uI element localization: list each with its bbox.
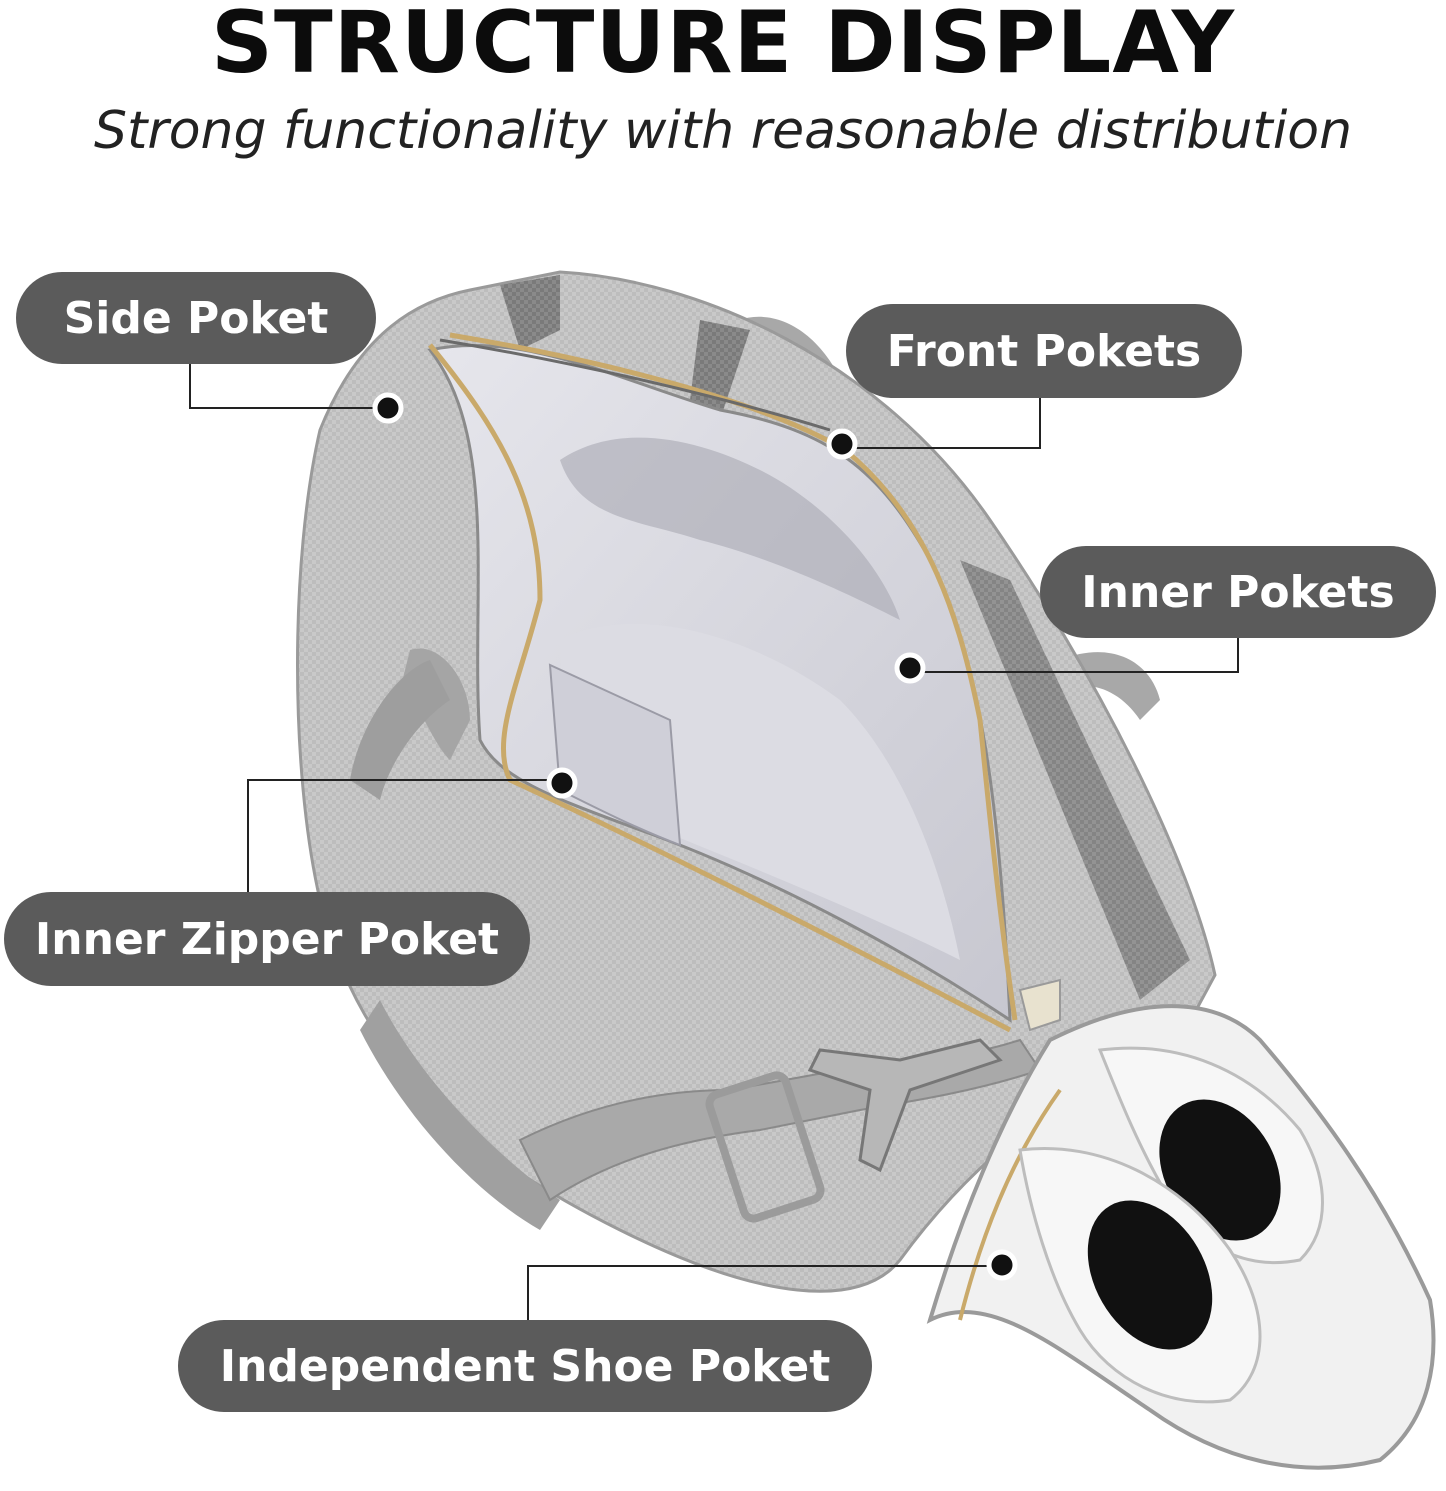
page-subtitle: Strong functionality with reasonable dis…: [93, 101, 1353, 161]
main-zipper: [428, 343, 1012, 1033]
dot-zip: [546, 767, 578, 799]
bag-stripe: [500, 275, 560, 350]
callout-independent-shoe-poket: Independent Shoe Poket: [178, 1320, 872, 1412]
leader-side: [189, 364, 388, 409]
page-title: STRUCTURE DISPLAY: [211, 0, 1235, 93]
leader-inner: [910, 638, 1239, 673]
dot-front: [826, 428, 858, 460]
strap-clip: [807, 1038, 1003, 1173]
callout-inner-zipper-poket: Inner Zipper Poket: [4, 892, 530, 986]
strap-buckle: [705, 1071, 825, 1223]
dot-shoe: [986, 1249, 1018, 1281]
dot-side: [372, 392, 404, 424]
shoe-bottom-opening: [1087, 1200, 1213, 1350]
callout-inner-pokets: Inner Pokets: [1040, 546, 1436, 638]
dot-inner: [894, 652, 926, 684]
callout-front-pokets: Front Pokets: [846, 304, 1242, 398]
leader-zip: [247, 779, 560, 892]
callout-side-poket: Side Poket: [16, 272, 376, 364]
leader-front: [842, 398, 1041, 449]
leader-shoe: [527, 1265, 1002, 1320]
